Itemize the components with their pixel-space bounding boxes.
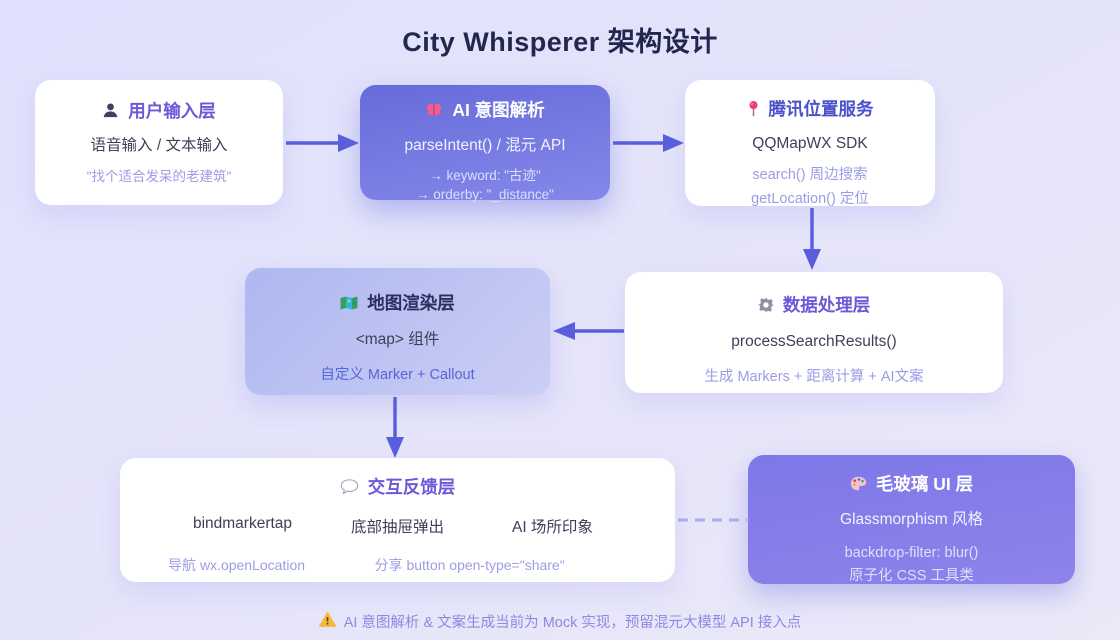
speech-balloon-icon: [340, 478, 359, 495]
feature-subitem: 分享 button open-type="share": [374, 557, 565, 573]
feature-subitem: 导航 wx.openLocation: [168, 557, 306, 573]
user-icon: [102, 102, 119, 119]
map-icon: [340, 296, 358, 310]
node-title-text: 地图渲染层: [367, 293, 455, 313]
node-subline: → orderby: "_distance": [416, 187, 554, 203]
node-title-text: 交互反馈层: [367, 477, 456, 497]
node-map-render: 地图渲染层 <map> 组件 自定义 Marker + Callout: [245, 268, 550, 395]
pin-icon: [747, 100, 760, 118]
brain-icon: [425, 102, 443, 118]
node-subline: "找个适合发呆的老建筑": [86, 169, 232, 185]
node-subline: 原子化 CSS 工具类: [849, 567, 974, 584]
node-line: Glassmorphism 风格: [840, 511, 983, 528]
gear-icon: [757, 296, 774, 313]
feature-subrow: 导航 wx.openLocation 分享 button open-type="…: [120, 555, 675, 575]
footer-note-text: AI 意图解析 & 文案生成当前为 Mock 实现，预留混元大模型 API 接入…: [343, 615, 802, 631]
node-title-text: 用户输入层: [128, 101, 216, 121]
arrow-map-to-interaction: [386, 397, 404, 458]
node-title-text: 毛玻璃 UI 层: [875, 474, 974, 494]
footer-note: AI 意图解析 & 文案生成当前为 Mock 实现，预留混元大模型 API 接入…: [0, 611, 1120, 632]
node-subline: backdrop-filter: blur(): [844, 545, 979, 562]
node-subline: getLocation() 定位: [751, 190, 869, 207]
feature-item: 底部抽屉弹出: [350, 519, 444, 536]
node-line: parseIntent() / 混元 API: [404, 137, 566, 154]
arrow-data-to-map: [553, 322, 624, 340]
node-title-text: AI 意图解析: [452, 100, 545, 120]
arrow-ai-to-location: [613, 134, 684, 152]
node-subline: 生成 Markers + 距离计算 + AI文案: [704, 369, 924, 386]
node-subline: → keyword: "古迹": [429, 168, 541, 184]
feature-item: AI 场所印象: [511, 519, 593, 536]
node-subline: 自定义 Marker + Callout: [320, 367, 475, 384]
node-ai-intent: AI 意图解析 parseIntent() / 混元 API → keyword…: [360, 85, 610, 202]
node-line: processSearchResults(): [731, 333, 897, 350]
node-line: QQMapWX SDK: [752, 135, 868, 152]
warning-icon: [318, 612, 336, 631]
arrow-user-to-ai: [286, 134, 359, 152]
node-subline: search() 周边搜索: [752, 167, 868, 184]
page-title: City Whisperer 架构设计: [402, 27, 718, 57]
arrow-location-to-data: [803, 208, 821, 270]
node-tencent-location: 腾讯位置服务 QQMapWX SDK search() 周边搜索 getLoca…: [685, 80, 935, 207]
feature-item: bindmarkertap: [192, 515, 293, 532]
node-title-text: 数据处理层: [782, 295, 871, 315]
feature-row: bindmarkertap 底部抽屉弹出 AI 场所印象: [120, 515, 675, 537]
node-data-processing: 数据处理层 processSearchResults() 生成 Markers …: [625, 272, 1003, 393]
palette-icon: [850, 476, 867, 491]
node-line: <map> 组件: [355, 331, 440, 348]
node-user-input: 用户输入层 语音输入 / 文本输入 "找个适合发呆的老建筑": [35, 80, 283, 205]
node-title-text: 腾讯位置服务: [768, 99, 874, 119]
node-glass-ui: 毛玻璃 UI 层 Glassmorphism 风格 backdrop-filte…: [748, 455, 1075, 584]
node-interaction-feedback: 交互反馈层 bindmarkertap 底部抽屉弹出 AI 场所印象 导航 wx…: [120, 458, 675, 582]
node-line: 语音输入 / 文本输入: [90, 137, 228, 154]
